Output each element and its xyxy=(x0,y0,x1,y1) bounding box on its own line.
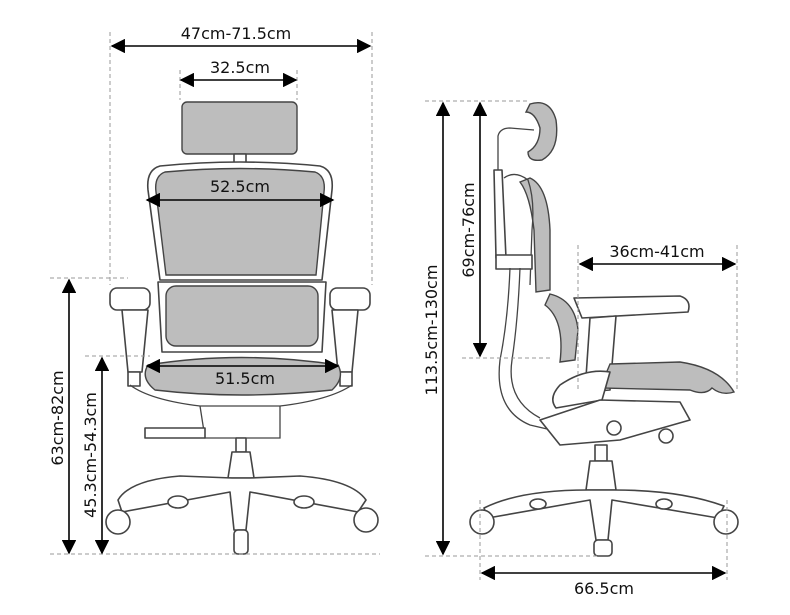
armrest-depth-label: 36cm-41cm xyxy=(609,242,704,261)
base-depth-label: 66.5cm xyxy=(574,579,634,598)
caster xyxy=(353,507,379,533)
side-dimension-total-height: 113.5cm-130cm xyxy=(422,101,451,556)
caster xyxy=(469,509,495,535)
front-dimension-headrest-width: 32.5cm xyxy=(179,58,298,88)
caster xyxy=(713,509,739,535)
headrest xyxy=(181,101,298,155)
front-dimension-backrest-width: 52.5cm xyxy=(145,177,335,208)
side-base xyxy=(483,489,725,541)
front-dimension-overall-width: 47cm-71.5cm xyxy=(110,24,372,54)
total-height-label: 113.5cm-130cm xyxy=(422,265,441,396)
left-armrest xyxy=(109,287,151,387)
seat-width-label: 51.5cm xyxy=(215,369,275,388)
side-dimension-backrest-height: 69cm-76cm xyxy=(459,101,488,358)
front-base xyxy=(117,475,367,531)
side-backrest xyxy=(518,177,551,293)
front-view-chair xyxy=(105,101,379,555)
side-view-chair xyxy=(469,102,739,557)
front-dimension-armrest-height: 63cm-82cm xyxy=(48,278,77,555)
headrest-width-label: 32.5cm xyxy=(210,58,270,77)
side-dimension-armrest-depth: 36cm-41cm xyxy=(578,242,737,272)
side-seat xyxy=(598,361,736,395)
right-armrest xyxy=(329,287,371,387)
caster xyxy=(105,509,131,535)
side-armrest xyxy=(573,295,690,319)
armrest-height-label: 63cm-82cm xyxy=(48,370,67,465)
overall-width-label: 47cm-71.5cm xyxy=(181,24,292,43)
backrest-height-label: 69cm-76cm xyxy=(459,182,478,277)
seat-height-label: 45.3cm-54.3cm xyxy=(81,392,100,518)
front-dimension-seat-height: 45.3cm-54.3cm xyxy=(81,356,110,555)
side-guides xyxy=(425,100,738,580)
side-dimension-base-depth: 66.5cm xyxy=(480,565,727,598)
side-headrest xyxy=(524,102,558,162)
front-dimension-seat-width: 51.5cm xyxy=(145,358,340,388)
backrest-width-label: 52.5cm xyxy=(210,177,270,196)
